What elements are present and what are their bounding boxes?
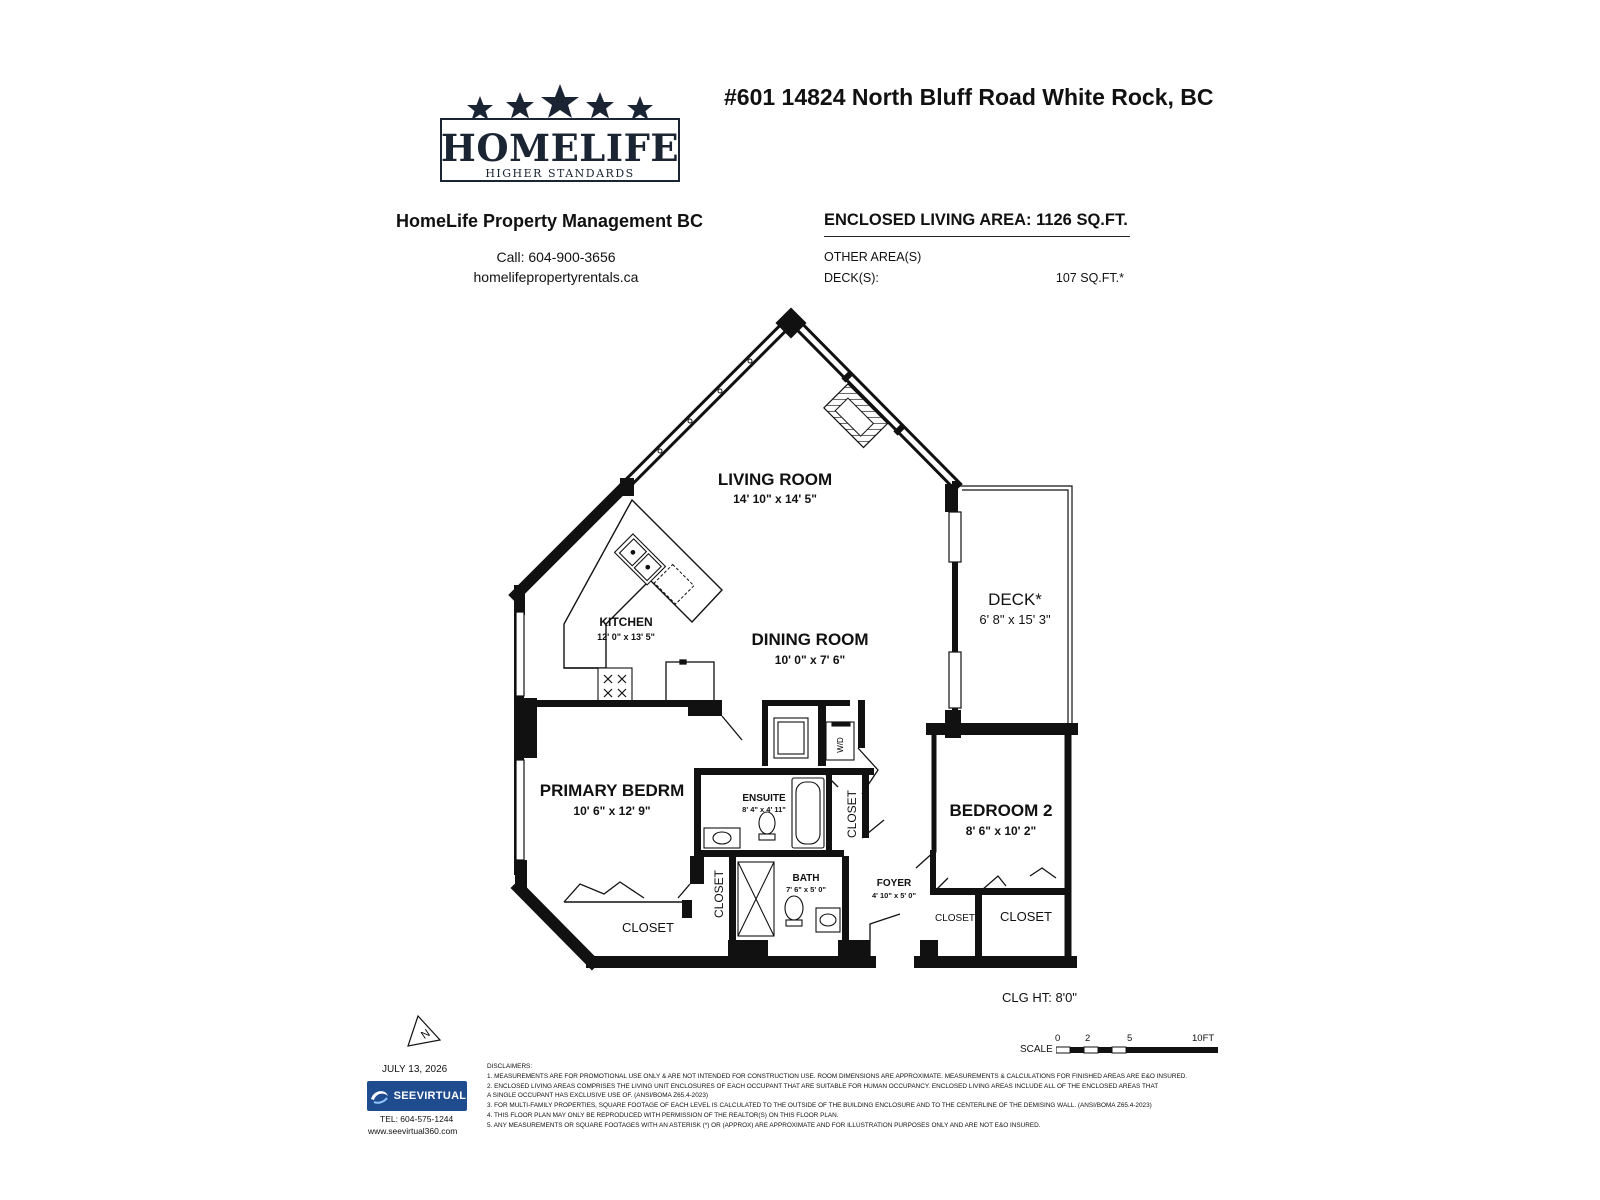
scale-tick-10: 10FT <box>1192 1033 1215 1044</box>
scale-bar <box>1056 1046 1218 1054</box>
disclaimers: DISCLAIMERS: 1. MEASUREMENTS ARE FOR PRO… <box>487 1062 1247 1131</box>
room-labels: LIVING ROOM 14' 10" x 14' 5" KITCHEN 12'… <box>540 470 1053 935</box>
dining-room-dims: 10' 0" x 7' 6" <box>775 653 845 667</box>
ensuite-fixtures <box>703 777 825 849</box>
deck-dims: 6' 8" x 15' 3" <box>979 612 1051 627</box>
kitchen-counter <box>563 498 723 669</box>
disclaimer-line: 3. FOR MULTI-FAMILY PROPERTIES, SQUARE F… <box>487 1102 1152 1110</box>
scale-tick-5: 5 <box>1127 1033 1133 1044</box>
kitchen-sink-icon <box>613 533 667 586</box>
seevirtual-swirl-icon <box>370 1091 388 1104</box>
deck-area-row: DECK(S): 107 SQ.FT.* <box>824 271 1124 285</box>
logo-tagline: HIGHER STANDARDS <box>470 167 650 180</box>
disclaimer-line: A SINGLE OCCUPANT HAS EXCLUSIVE USE OF. … <box>487 1092 709 1100</box>
deck-outline <box>958 485 1073 729</box>
primary-bedroom-dims: 10' 6" x 12' 9" <box>573 804 650 818</box>
ensuite-name: ENSUITE <box>742 793 786 804</box>
deck-name: DECK* <box>988 590 1042 609</box>
other-areas-label: OTHER AREA(S) <box>824 250 922 264</box>
bath-dims: 7' 6" x 5' 0" <box>786 885 826 894</box>
phone-number: Call: 604-900-3656 <box>496 249 616 265</box>
hall-closet-label: CLOSET <box>712 869 726 918</box>
bedroom2-dims: 8' 6" x 10' 2" <box>966 824 1036 838</box>
scale-label: SCALE <box>1020 1044 1053 1055</box>
fireplace <box>823 383 889 449</box>
disclaimer-line: 5. ANY MEASUREMENTS OR SQUARE FOOTAGES W… <box>487 1121 1041 1129</box>
ensuite-closet-label: CLOSET <box>845 789 859 838</box>
property-address: #601 14824 North Bluff Road White Rock, … <box>724 84 1214 110</box>
enclosed-area: ENCLOSED LIVING AREA: 1126 SQ.FT. <box>824 211 1130 237</box>
dining-room-name: DINING ROOM <box>751 630 868 649</box>
primary-bedroom-name: PRIMARY BEDRM <box>540 781 685 800</box>
disclaimer-line: 1. MEASUREMENTS ARE FOR PROMOTIONAL USE … <box>487 1072 1188 1080</box>
company-name: HomeLife Property Management BC <box>396 211 704 231</box>
ensuite-dims: 8' 4" x 4' 11" <box>742 805 786 814</box>
seevirtual-tel: TEL: 604-575-1244 <box>380 1114 454 1124</box>
ceiling-height: CLG HT: 8'0" <box>1002 990 1078 1005</box>
deck-area-label: DECK(S): <box>824 271 879 285</box>
wd-label: W/D <box>836 737 845 753</box>
kitchen-name: KITCHEN <box>599 615 652 629</box>
wall-masses <box>515 307 961 962</box>
bedroom2-name: BEDROOM 2 <box>950 801 1053 820</box>
interior-walls <box>519 700 1066 962</box>
plan-date: JULY 13, 2026 <box>382 1064 448 1075</box>
scale-tick-0: 0 <box>1055 1033 1061 1044</box>
bedroom2-closet-small-label: CLOSET <box>935 913 975 924</box>
logo-wordmark: HOMELIFE <box>440 126 680 170</box>
doors <box>563 715 1057 960</box>
windows <box>515 511 962 861</box>
seevirtual-website[interactable]: www.seevirtual360.com <box>368 1126 458 1136</box>
website-link[interactable]: homelifepropertyrentals.ca <box>473 269 639 285</box>
dishwasher-icon <box>653 563 695 605</box>
bath-fixtures <box>737 861 841 937</box>
scale-tick-2: 2 <box>1085 1033 1091 1044</box>
disclaimer-line: 4. THIS FLOOR PLAN MAY ONLY BE REPRODUCE… <box>487 1111 839 1119</box>
bedroom2-closet-label: CLOSET <box>1000 909 1052 924</box>
north-arrow-icon: N <box>407 1014 442 1047</box>
wall-tabs <box>841 371 905 436</box>
counter-segment <box>564 659 715 703</box>
disclaimer-title: DISCLAIMERS: <box>487 1063 533 1070</box>
logo-stars-icon <box>467 84 653 120</box>
bath-name: BATH <box>792 873 819 884</box>
seevirtual-wordmark: SEEVIRTUAL <box>393 1090 467 1102</box>
living-room-dims: 14' 10" x 14' 5" <box>733 492 817 506</box>
logo-frame <box>440 118 680 182</box>
living-room-name: LIVING ROOM <box>718 470 832 489</box>
seevirtual-logo: SEEVIRTUAL <box>367 1081 467 1111</box>
window-mullions <box>657 358 753 454</box>
stove-icon <box>597 667 633 703</box>
foyer-dims: 4' 10" x 5' 0" <box>872 891 916 900</box>
foyer-name: FOYER <box>877 878 912 889</box>
primary-closet-label: CLOSET <box>622 920 674 935</box>
disclaimer-line: 2. ENCLOSED LIVING AREAS COMPRISES THE L… <box>487 1082 1159 1090</box>
deck-area-value: 107 SQ.FT.* <box>1055 271 1124 285</box>
washer-dryer-icon <box>773 717 855 761</box>
kitchen-dims: 12' 0" x 13' 5" <box>597 632 655 642</box>
